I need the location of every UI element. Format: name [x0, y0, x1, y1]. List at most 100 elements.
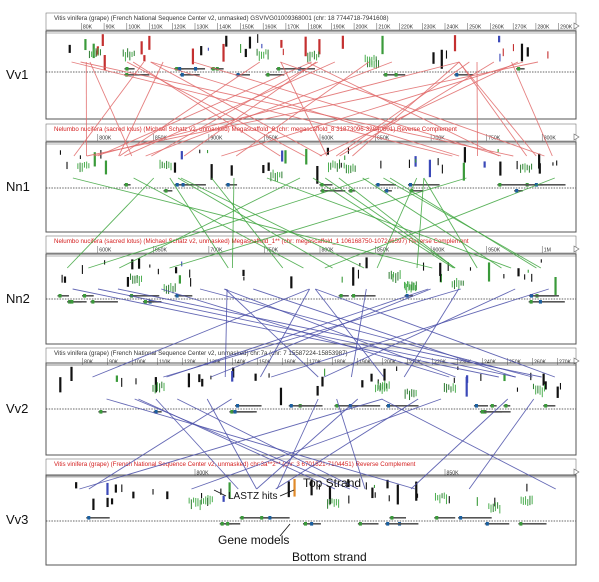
- gene-model: [537, 301, 565, 303]
- lastz-hit-cluster: [393, 271, 395, 278]
- tick-label: 120K: [174, 25, 187, 31]
- synteny-link: [381, 398, 556, 490]
- lastz-hit-cluster: [354, 165, 356, 172]
- gene-model: [473, 405, 489, 407]
- lastz-hit-cluster: [539, 385, 541, 395]
- lastz-hit-cluster: [381, 384, 383, 394]
- lastz-hit-cluster: [453, 280, 455, 290]
- track-body-box: [45, 141, 577, 233]
- gene-model: [357, 523, 379, 525]
- track-header-box: [45, 235, 577, 254]
- synteny-link: [88, 177, 370, 269]
- lastz-hit-mark: [187, 373, 191, 388]
- lastz-hit-cluster: [258, 51, 260, 61]
- lastz-hit-mark: [201, 493, 203, 499]
- track-panel-vv3: Vitis vinifera (grape) (French National …: [45, 458, 580, 566]
- gene-exon: [178, 67, 182, 71]
- synteny-link: [180, 177, 365, 269]
- gene-exon: [240, 516, 244, 520]
- lastz-hit-mark: [324, 368, 326, 376]
- synteny-link: [86, 61, 539, 157]
- gene-exon: [515, 189, 519, 193]
- gene-model: [69, 301, 82, 303]
- lastz-hit-cluster: [163, 162, 165, 169]
- gene-exon: [226, 522, 230, 526]
- lastz-hit-cluster: [352, 163, 354, 172]
- lastz-hit-mark: [542, 373, 545, 386]
- lastz-hit-cluster: [159, 383, 161, 393]
- lastz-hit-cluster: [309, 51, 311, 62]
- synteny-link: [166, 288, 429, 378]
- lastz-hit-cluster: [316, 54, 318, 61]
- lastz-hit-cluster: [520, 496, 522, 504]
- gene-model: [389, 517, 407, 519]
- lastz-hit-mark: [476, 497, 478, 506]
- lastz-hit-cluster: [86, 161, 88, 169]
- lastz-hit-cluster: [134, 275, 136, 284]
- gene-exon: [474, 404, 478, 408]
- lastz-hit-mark: [374, 492, 376, 498]
- lastz-hit-mark: [483, 161, 486, 168]
- lastz-hit-cluster: [190, 499, 192, 510]
- lastz-hit-mark: [287, 481, 290, 498]
- lastz-hit-mark: [388, 495, 390, 502]
- synteny-link: [223, 288, 456, 378]
- synteny-link: [260, 288, 311, 378]
- lastz-hit-mark: [103, 55, 106, 71]
- lastz-hit-cluster: [131, 51, 133, 57]
- lastz-hit-mark: [121, 484, 123, 493]
- synteny-link: [312, 177, 454, 269]
- lastz-hit-cluster: [413, 282, 415, 291]
- lastz-hit-cluster: [434, 492, 436, 501]
- track-body-box: [45, 30, 577, 120]
- gene-exon: [530, 294, 534, 298]
- synteny-link: [319, 61, 519, 157]
- gene-model: [180, 184, 206, 186]
- synteny-link: [106, 398, 416, 490]
- lastz-hit-mark: [279, 387, 283, 406]
- lastz-hit-cluster: [81, 162, 83, 172]
- lastz-hit-cluster: [458, 280, 460, 289]
- lastz-hit-cluster: [388, 271, 390, 279]
- gene-model: [265, 74, 285, 76]
- lastz-hit-cluster: [452, 383, 454, 392]
- lastz-hit-mark: [143, 55, 146, 62]
- gene-model: [82, 295, 94, 297]
- lastz-hit-cluster: [330, 162, 332, 170]
- lastz-hit-cluster: [172, 285, 174, 294]
- lastz-hit-mark: [189, 269, 191, 278]
- lastz-hit-cluster: [399, 270, 401, 279]
- lastz-hit-mark: [494, 497, 496, 507]
- lastz-hit-cluster: [327, 162, 329, 173]
- gene-model: [239, 517, 269, 519]
- gene-exon: [236, 73, 240, 77]
- lastz-hit-mark: [383, 368, 386, 381]
- tick-label: 140K: [219, 25, 232, 31]
- lastz-hits-pointer: [213, 489, 227, 497]
- tick-label: 600K: [99, 248, 112, 254]
- lastz-hit-cluster: [367, 60, 369, 68]
- lastz-hit-mark: [140, 41, 143, 55]
- lastz-hit-cluster: [136, 275, 138, 284]
- lastz-hit-mark: [191, 48, 195, 65]
- lastz-hit-mark: [244, 48, 247, 58]
- tick-label: 900K: [433, 248, 446, 254]
- gene-exon: [181, 183, 185, 187]
- lastz-hit-mark: [547, 51, 549, 59]
- lastz-hit-mark: [115, 375, 118, 382]
- gene-exon: [164, 189, 168, 193]
- gene-exon: [87, 516, 91, 520]
- lastz-hit-mark: [231, 371, 234, 382]
- gene-model: [276, 68, 304, 70]
- lastz-hit-mark: [341, 276, 343, 283]
- lastz-hit-cluster: [260, 51, 262, 59]
- lastz-hit-cluster: [537, 385, 539, 394]
- lastz-hit-cluster: [450, 386, 452, 393]
- gene-exon: [289, 404, 293, 408]
- lastz-hit-cluster: [390, 270, 392, 280]
- gene-exon: [335, 404, 339, 408]
- lastz-hit-mark: [544, 381, 547, 390]
- gene-exon: [83, 294, 87, 298]
- lastz-hit-cluster: [327, 499, 329, 509]
- lastz-hit-mark: [206, 149, 209, 154]
